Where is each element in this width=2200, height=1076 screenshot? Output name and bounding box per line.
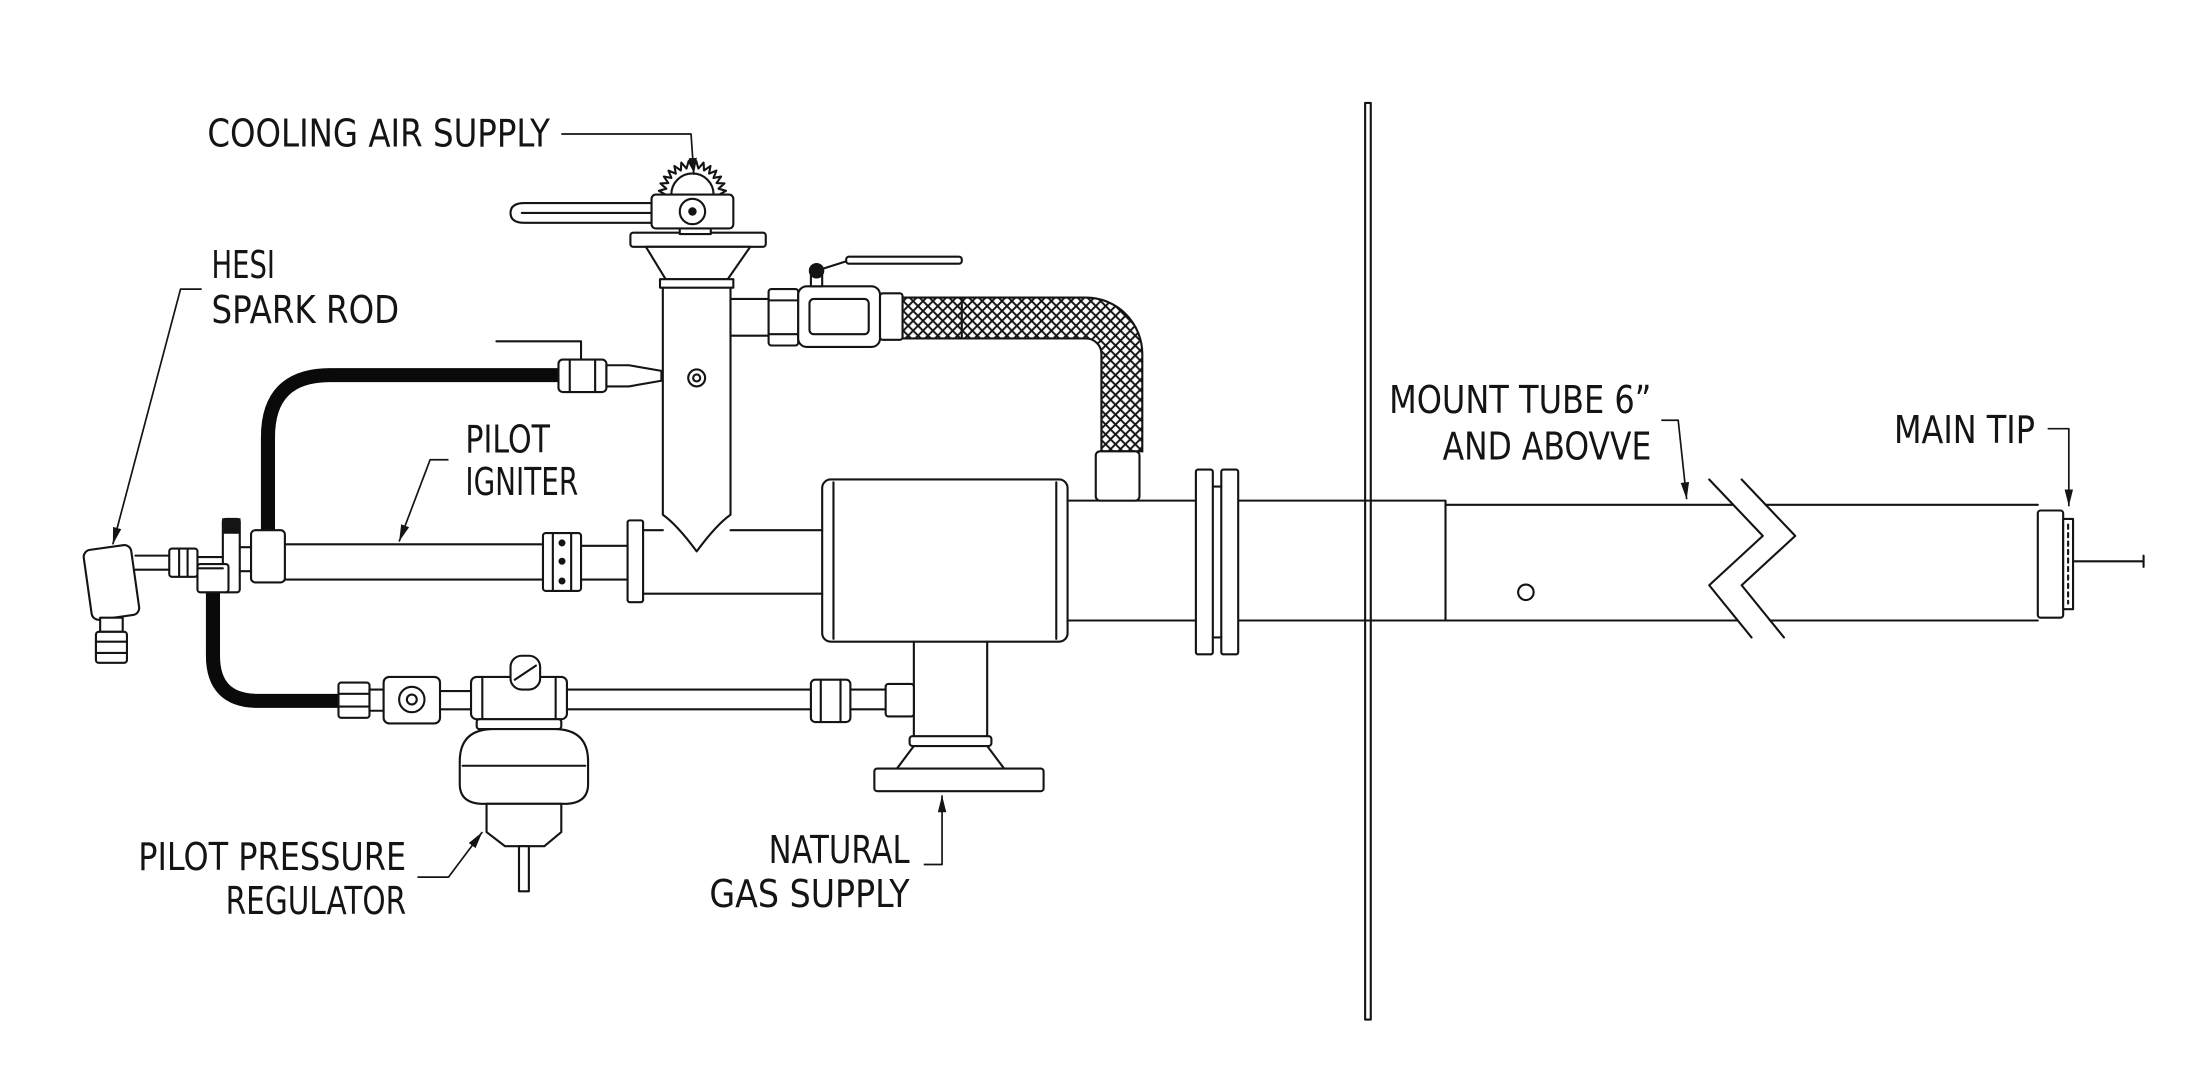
- cooling-air-damper-valve: [509, 159, 735, 230]
- mixer-body: [821, 478, 1069, 643]
- tip-rod: [2071, 554, 2145, 568]
- burner-body-pipe: [1066, 499, 1447, 622]
- pilot-nozzle: [605, 364, 663, 388]
- body-flange: [1194, 468, 1240, 656]
- label-hesi: HESI: [212, 243, 275, 287]
- label-mount-tube: MOUNT TUBE 6”: [1389, 378, 1651, 422]
- leader-pilot-pressure-regulator: [417, 831, 483, 879]
- label-igniter: IGNITER: [465, 460, 578, 504]
- pilot-gas-union-right: [809, 678, 852, 724]
- label-cooling-air-supply: COOLING AIR SUPPLY: [207, 112, 550, 156]
- spark-rod-body: [82, 544, 141, 621]
- air-inlet-tee: [626, 282, 824, 604]
- braided-cooling-hose: [901, 296, 1144, 453]
- regulator-vent: [517, 845, 530, 893]
- cooling-air-inlet-flange: [629, 224, 767, 289]
- label-pilot-pressure: PILOT PRESSURE: [138, 835, 406, 879]
- pilot-gas-union: [337, 681, 385, 719]
- label-pilot: PILOT: [465, 418, 550, 462]
- igniter-head-fitting: [196, 517, 286, 594]
- spark-rod-nut: [94, 630, 129, 664]
- main-tip: [2036, 509, 2145, 619]
- tee-flange: [626, 519, 645, 604]
- break-symbol: [1708, 478, 1797, 639]
- gas-inlet-flange: [873, 767, 1045, 793]
- label-regulator: REGULATOR: [226, 879, 407, 923]
- pilot-hose-upper: [260, 368, 562, 534]
- pilot-valve-handle: [495, 340, 583, 361]
- ball-valve-handle: [845, 255, 963, 265]
- cooling-air-branch: [729, 288, 800, 347]
- label-gas-supply: GAS SUPPLY: [709, 872, 910, 916]
- branch-hex-fitting: [767, 288, 800, 347]
- label-spark-rod: SPARK ROD: [212, 288, 400, 332]
- pilot-gas-valve: [382, 675, 473, 725]
- pilot-igniter-tube: [281, 543, 629, 581]
- igniter-coupling: [541, 532, 583, 592]
- mount-tube: [1444, 478, 2039, 639]
- label-natural: NATURAL: [769, 828, 910, 872]
- leader-cooling-air-supply: [561, 133, 697, 175]
- cooling-air-ball-valve: [797, 255, 963, 348]
- leader-main-tip: [2047, 427, 2074, 507]
- leader-hesi-spark-rod: [112, 288, 202, 545]
- sight-port: [687, 368, 707, 388]
- leader-pilot-igniter: [398, 458, 449, 542]
- hose-to-body-fitting: [1094, 450, 1141, 502]
- label-and-above: AND ABOVVE: [1443, 425, 1652, 469]
- natural-gas-inlet: [873, 640, 1045, 793]
- hesi-spark-rod: [82, 544, 224, 664]
- leader-mount-tube: [1661, 419, 1690, 500]
- mounting-wall: [1364, 101, 1372, 1021]
- pilot-pressure-regulator: [458, 654, 590, 893]
- pilot-gas-pipe: [565, 678, 915, 724]
- label-main-tip: MAIN TIP: [1894, 408, 2035, 452]
- pilot-hose-lower: [205, 592, 342, 708]
- pilot-air-ball-valve: [495, 340, 663, 394]
- mount-tube-hole: [1517, 583, 1535, 602]
- leader-natural-gas-supply: [923, 795, 947, 866]
